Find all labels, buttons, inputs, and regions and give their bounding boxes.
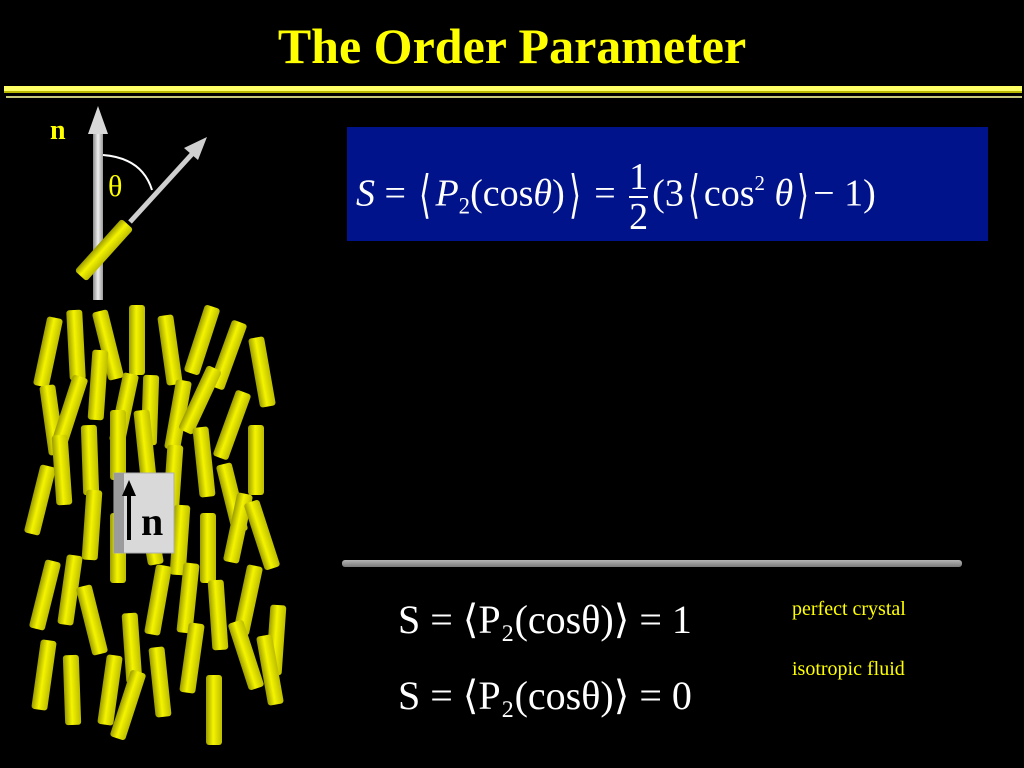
molecule-rod: [184, 305, 220, 375]
eq-p: P: [435, 172, 459, 215]
molecule-rod: [121, 612, 143, 684]
molecule-rod: [148, 646, 172, 718]
eq-square: 2: [754, 171, 765, 195]
molecule-rod: [207, 579, 229, 651]
molecule-rod: [213, 390, 251, 460]
molecule-rod: [87, 349, 109, 421]
molecule-rod: [110, 410, 126, 480]
director-label: n: [50, 115, 66, 146]
molecule-rod: [176, 562, 200, 634]
crystal-label: perfect crystal: [792, 598, 906, 620]
badge-label: n: [141, 499, 164, 544]
order-parameter-equation-box: [347, 127, 988, 241]
molecule-rod: [157, 314, 183, 386]
title-rule: [4, 86, 1022, 93]
molecule-illustration: [24, 106, 287, 745]
eq-lhs: S: [356, 172, 375, 215]
molecule-rod: [52, 375, 88, 445]
molecule-rod: [244, 500, 280, 570]
crystal-equation: S = ⟨P₂(cosθ)⟩ = 1: [398, 597, 692, 642]
tilted-molecule-arrow: [75, 137, 207, 281]
molecule-rod: [24, 464, 56, 536]
molecule-rod: [248, 425, 264, 495]
molecule-rod: [223, 492, 253, 564]
molecule-rod: [97, 654, 123, 726]
molecule-rod: [81, 489, 103, 561]
director-badge: [113, 472, 175, 554]
eq-p-sub: 2: [458, 193, 471, 219]
molecule-rod: [144, 564, 172, 636]
molecule-rod: [62, 654, 82, 726]
molecule-rod: [92, 309, 124, 381]
eq-three: (3: [652, 172, 684, 215]
isotropic-label: isotropic fluid: [792, 658, 905, 680]
molecule-rod: [31, 639, 57, 711]
molecule-rod: [33, 316, 63, 388]
molecule-rod: [192, 426, 216, 498]
molecule-rod: [206, 675, 222, 745]
angle-label: θ: [108, 170, 123, 203]
section-divider: [342, 560, 962, 567]
molecule-rod: [129, 305, 145, 375]
molecule-rod: [200, 513, 216, 583]
molecule-rod: [178, 365, 222, 435]
molecule-rod: [51, 434, 73, 506]
eq-theta: θ: [533, 172, 553, 215]
molecule-rod: [248, 336, 276, 408]
molecule-rod: [57, 554, 83, 626]
molecule-rod: [110, 670, 146, 740]
eq-cos: (cos: [470, 172, 534, 215]
title-rule-secondary: [6, 96, 1022, 98]
angle-arc: [102, 154, 153, 191]
molecule-rod: [133, 409, 157, 481]
molecule-rod: [256, 634, 284, 706]
molecule-rod: [179, 622, 205, 694]
molecule-rod: [233, 564, 263, 636]
molecule-rod: [76, 584, 108, 656]
eq-cos2: cos: [703, 172, 755, 215]
isotropic-equation: S = ⟨P₂(cosθ)⟩ = 0: [398, 673, 692, 718]
director-arrow: [88, 106, 108, 300]
molecule-rod: [80, 424, 100, 496]
molecule-rod: [29, 559, 61, 631]
molecule-rod: [66, 309, 86, 381]
eq-close: ): [552, 172, 565, 215]
molecule-rod: [169, 504, 191, 576]
molecule-rod: [164, 379, 192, 451]
slide-title: The Order Parameter: [277, 18, 747, 74]
molecule-rod: [228, 620, 264, 690]
eq-minus-one: − 1): [813, 172, 876, 215]
